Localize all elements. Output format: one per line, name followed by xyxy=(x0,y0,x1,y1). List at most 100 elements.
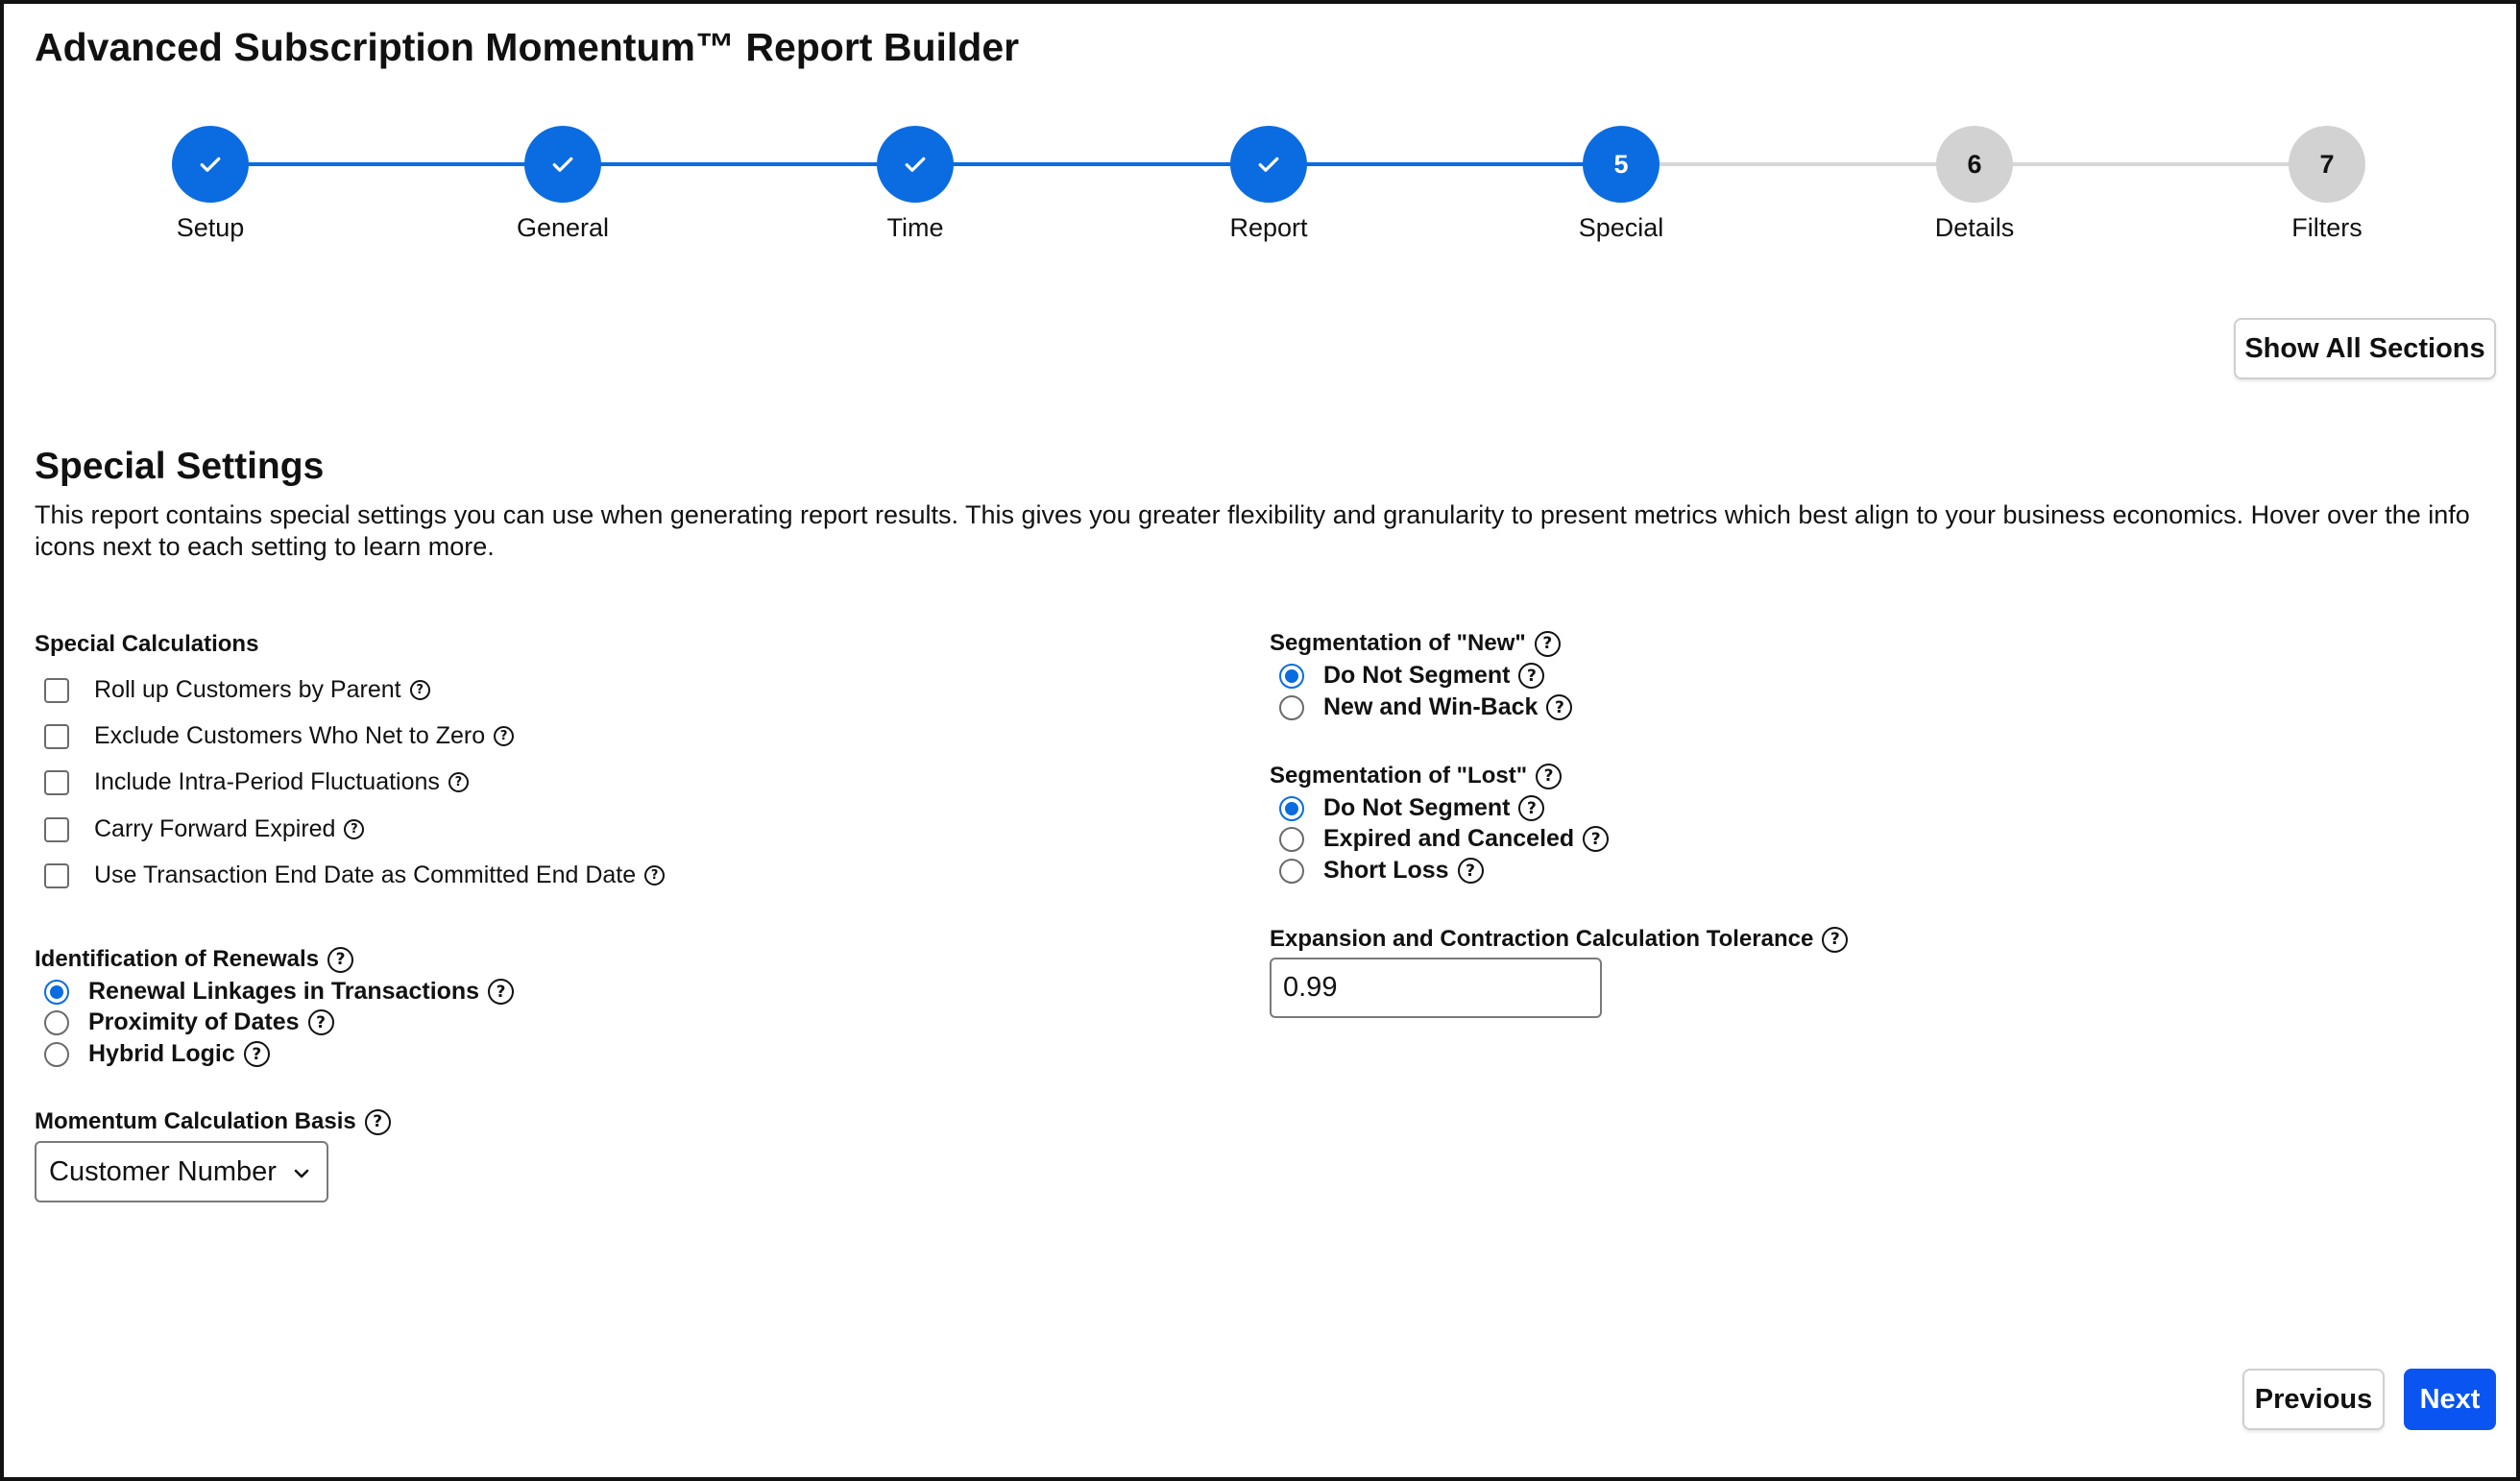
checkbox[interactable] xyxy=(44,769,69,795)
previous-button[interactable]: Previous xyxy=(2242,1369,2385,1430)
option-label: Expired and Canceled xyxy=(1323,825,1575,852)
step-label-filters: Filters xyxy=(2291,213,2362,242)
help-icon[interactable]: ? xyxy=(344,819,365,839)
radio-button[interactable] xyxy=(1279,826,1304,852)
radio-lost-do-not-segment[interactable]: Do Not Segment ? xyxy=(1279,794,1545,822)
step-7-circle[interactable]: 7 xyxy=(2289,126,2365,203)
group-label-text: Special Calculations xyxy=(35,631,259,657)
help-icon[interactable]: ? xyxy=(243,1041,270,1067)
help-icon[interactable]: ? xyxy=(1534,630,1561,657)
help-icon[interactable]: ? xyxy=(1518,663,1545,689)
group-label-text: Segmentation of "Lost" xyxy=(1270,763,1528,789)
check-icon xyxy=(552,157,573,172)
checkbox[interactable] xyxy=(44,816,69,842)
check-icon xyxy=(1258,157,1279,172)
help-icon[interactable]: ? xyxy=(488,979,515,1005)
option-label: Use Transaction End Date as Committed En… xyxy=(94,862,637,888)
renewals-label: Identification of Renewals ? xyxy=(35,946,354,973)
intra-period-checkbox-row[interactable]: Include Intra-Period Fluctuations ? xyxy=(44,768,469,796)
step-number: 7 xyxy=(2319,149,2335,179)
check-icon xyxy=(905,157,926,172)
radio-short-loss[interactable]: Short Loss ? xyxy=(1279,857,1484,885)
chevron-down-icon xyxy=(294,1169,309,1178)
step-label-general: General xyxy=(516,213,610,242)
roll-up-customers-checkbox-row[interactable]: Roll up Customers by Parent ? xyxy=(44,676,430,704)
page-title: Advanced Subscription Momentum™ Report B… xyxy=(35,25,1020,69)
calculation-basis-select[interactable]: Customer Number xyxy=(35,1141,328,1202)
section-title: Special Settings xyxy=(35,446,325,487)
radio-button[interactable] xyxy=(44,1041,69,1067)
option-label: Short Loss xyxy=(1323,857,1449,884)
group-label-text: Expansion and Contraction Calculation To… xyxy=(1270,926,1814,952)
group-label-text: Momentum Calculation Basis xyxy=(35,1108,356,1134)
step-label-time: Time xyxy=(886,213,944,242)
radio-button[interactable] xyxy=(1279,694,1304,720)
radio-new-do-not-segment[interactable]: Do Not Segment ? xyxy=(1279,662,1545,690)
checkbox[interactable] xyxy=(44,862,69,888)
section-description: This report contains special settings yo… xyxy=(35,500,2470,561)
step-6-circle[interactable]: 6 xyxy=(1936,126,2013,203)
help-icon[interactable]: ? xyxy=(307,1009,334,1035)
step-connector xyxy=(210,162,564,166)
select-value: Customer Number xyxy=(49,1155,277,1187)
help-icon[interactable]: ? xyxy=(409,680,430,700)
help-icon[interactable]: ? xyxy=(494,726,515,746)
radio-proximity-of-dates[interactable]: Proximity of Dates ? xyxy=(44,1008,334,1036)
radio-button[interactable] xyxy=(44,1009,69,1035)
tolerance-label: Expansion and Contraction Calculation To… xyxy=(1270,926,1849,953)
option-label: Include Intra-Period Fluctuations xyxy=(94,768,440,795)
show-all-sections-button[interactable]: Show All Sections xyxy=(2234,318,2496,379)
option-label: Roll up Customers by Parent xyxy=(94,676,401,703)
radio-renewal-linkages[interactable]: Renewal Linkages in Transactions ? xyxy=(44,978,515,1006)
tolerance-input[interactable] xyxy=(1270,958,1602,1018)
radio-button[interactable] xyxy=(1279,858,1304,884)
help-icon[interactable]: ? xyxy=(644,865,666,886)
carry-forward-checkbox-row[interactable]: Carry Forward Expired ? xyxy=(44,815,365,843)
step-connector xyxy=(915,162,1269,166)
option-label: New and Win-Back xyxy=(1323,693,1539,720)
help-icon[interactable]: ? xyxy=(1518,795,1545,821)
step-number: 5 xyxy=(1613,149,1629,179)
radio-button[interactable] xyxy=(1279,663,1304,689)
option-label: Proximity of Dates xyxy=(88,1008,300,1035)
help-icon[interactable]: ? xyxy=(448,772,469,792)
check-icon xyxy=(200,157,221,172)
step-2-circle[interactable] xyxy=(524,126,601,203)
step-connector xyxy=(1621,162,1975,166)
radio-new-and-win-back[interactable]: New and Win-Back ? xyxy=(1279,693,1573,721)
step-1-circle[interactable] xyxy=(172,126,249,203)
help-icon[interactable]: ? xyxy=(1457,858,1484,884)
step-label-special: Special xyxy=(1578,213,1664,242)
step-3-circle[interactable] xyxy=(877,126,954,203)
help-icon[interactable]: ? xyxy=(1536,763,1563,789)
step-label-setup: Setup xyxy=(176,213,245,242)
step-number: 6 xyxy=(1967,149,1982,179)
radio-button[interactable] xyxy=(44,979,69,1005)
radio-expired-and-canceled[interactable]: Expired and Canceled ? xyxy=(1279,825,1610,853)
step-5-circle[interactable]: 5 xyxy=(1583,126,1660,203)
option-label: Hybrid Logic xyxy=(88,1040,235,1067)
step-4-circle[interactable] xyxy=(1230,126,1307,203)
exclude-customers-checkbox-row[interactable]: Exclude Customers Who Net to Zero ? xyxy=(44,722,515,750)
help-icon[interactable]: ? xyxy=(1822,926,1849,953)
option-label: Carry Forward Expired xyxy=(94,815,336,842)
help-icon[interactable]: ? xyxy=(1546,694,1573,720)
checkbox[interactable] xyxy=(44,723,69,749)
checkbox[interactable] xyxy=(44,677,69,703)
help-icon[interactable]: ? xyxy=(327,946,354,973)
group-label-text: Segmentation of "New" xyxy=(1270,630,1526,656)
step-connector xyxy=(1975,162,2328,166)
step-label-report: Report xyxy=(1229,213,1308,242)
radio-button[interactable] xyxy=(1279,795,1304,821)
special-calculations-label: Special Calculations xyxy=(35,631,258,658)
transaction-end-date-checkbox-row[interactable]: Use Transaction End Date as Committed En… xyxy=(44,862,666,889)
help-icon[interactable]: ? xyxy=(1583,826,1610,852)
next-button[interactable]: Next xyxy=(2404,1369,2496,1430)
radio-hybrid-logic[interactable]: Hybrid Logic ? xyxy=(44,1040,270,1068)
help-icon[interactable]: ? xyxy=(364,1108,391,1135)
segmentation-lost-label: Segmentation of "Lost" ? xyxy=(1270,763,1563,789)
group-label-text: Identification of Renewals xyxy=(35,946,320,972)
option-label: Renewal Linkages in Transactions xyxy=(88,978,480,1005)
step-connector xyxy=(563,162,916,166)
